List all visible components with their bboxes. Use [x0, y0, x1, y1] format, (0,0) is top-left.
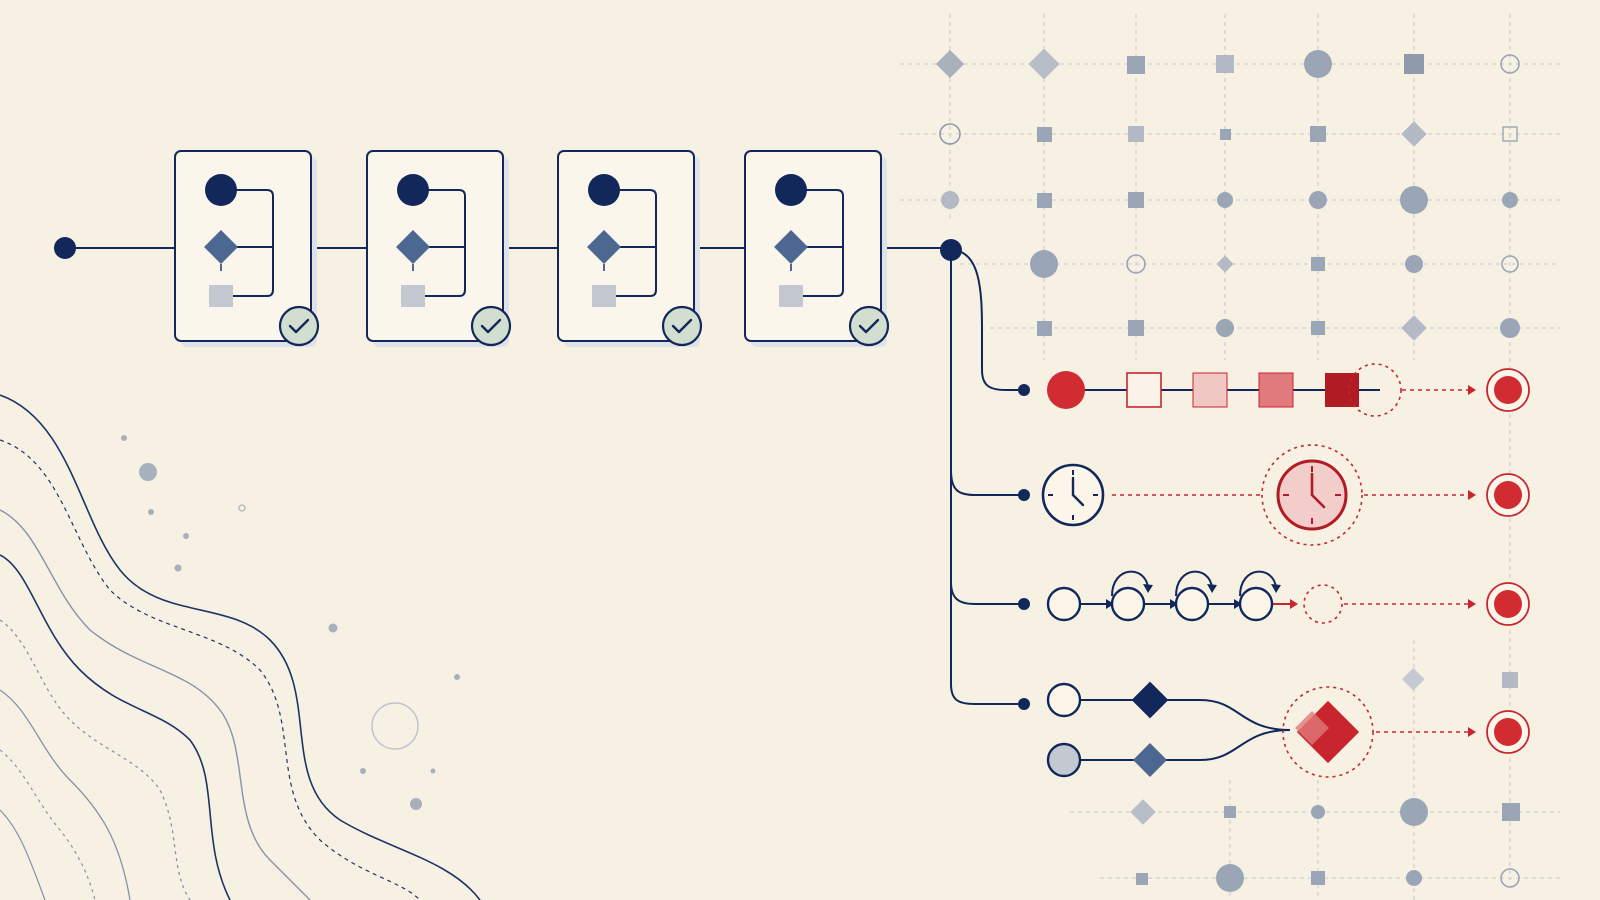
background-grid [900, 14, 1560, 880]
diamond-step-icon [587, 230, 621, 264]
target-icon [1486, 368, 1530, 412]
pending-ring-icon [1303, 584, 1343, 624]
loop-icon [1174, 570, 1217, 622]
check-icon [848, 305, 890, 347]
branch-progress [1018, 363, 1476, 417]
wave-decoration [0, 394, 481, 900]
branch-merge [1018, 681, 1476, 778]
diamond-step-icon [774, 230, 808, 264]
diamond-step-icon [204, 230, 238, 264]
branch-retry [1018, 570, 1476, 624]
circle-step-icon [588, 174, 620, 206]
square-icon [1126, 372, 1162, 408]
loop-icon [1110, 570, 1153, 622]
branch-trunk [950, 249, 1024, 705]
stage-card [557, 150, 703, 347]
retry-start-icon [1046, 586, 1082, 622]
stage-card [174, 150, 320, 347]
branch-split-node [940, 239, 962, 261]
pending-ring-icon [1348, 363, 1402, 417]
check-icon [661, 305, 703, 347]
stage-card [366, 150, 512, 347]
branch-node [1018, 384, 1030, 396]
diamond-icon [1131, 681, 1169, 719]
square-step-icon [592, 285, 616, 307]
pipeline-start-node [54, 237, 76, 259]
stage-card [744, 150, 890, 347]
pipeline-stages [174, 150, 890, 347]
input-circle-icon [1046, 742, 1082, 778]
branch-node [1018, 598, 1030, 610]
square-icon [1258, 372, 1294, 408]
branch-node [1018, 489, 1030, 501]
diamond-step-icon [396, 230, 430, 264]
input-circle-icon [1046, 682, 1082, 718]
square-step-icon [779, 285, 803, 307]
check-icon [470, 305, 512, 347]
square-icon [1325, 373, 1359, 407]
loop-icon [1238, 570, 1281, 622]
square-icon [1192, 372, 1228, 408]
target-icon [1486, 710, 1530, 754]
square-step-icon [209, 285, 233, 307]
outcome-targets [1486, 368, 1530, 754]
start-circle-icon [1047, 371, 1085, 409]
diamond-icon [1133, 743, 1167, 777]
branch-node [1018, 698, 1030, 710]
branch-outcomes [1018, 363, 1530, 778]
target-icon [1486, 582, 1530, 626]
clock-icon [1041, 463, 1105, 527]
square-step-icon [401, 285, 425, 307]
branch-timeout [1018, 444, 1476, 546]
circle-step-icon [205, 174, 237, 206]
target-icon [1486, 473, 1530, 517]
clock-timeout-icon [1276, 459, 1348, 531]
conflict-diamond-icon [1295, 700, 1360, 764]
check-icon [278, 305, 320, 347]
particle-decoration [121, 435, 460, 810]
circle-step-icon [775, 174, 807, 206]
circle-step-icon [397, 174, 429, 206]
